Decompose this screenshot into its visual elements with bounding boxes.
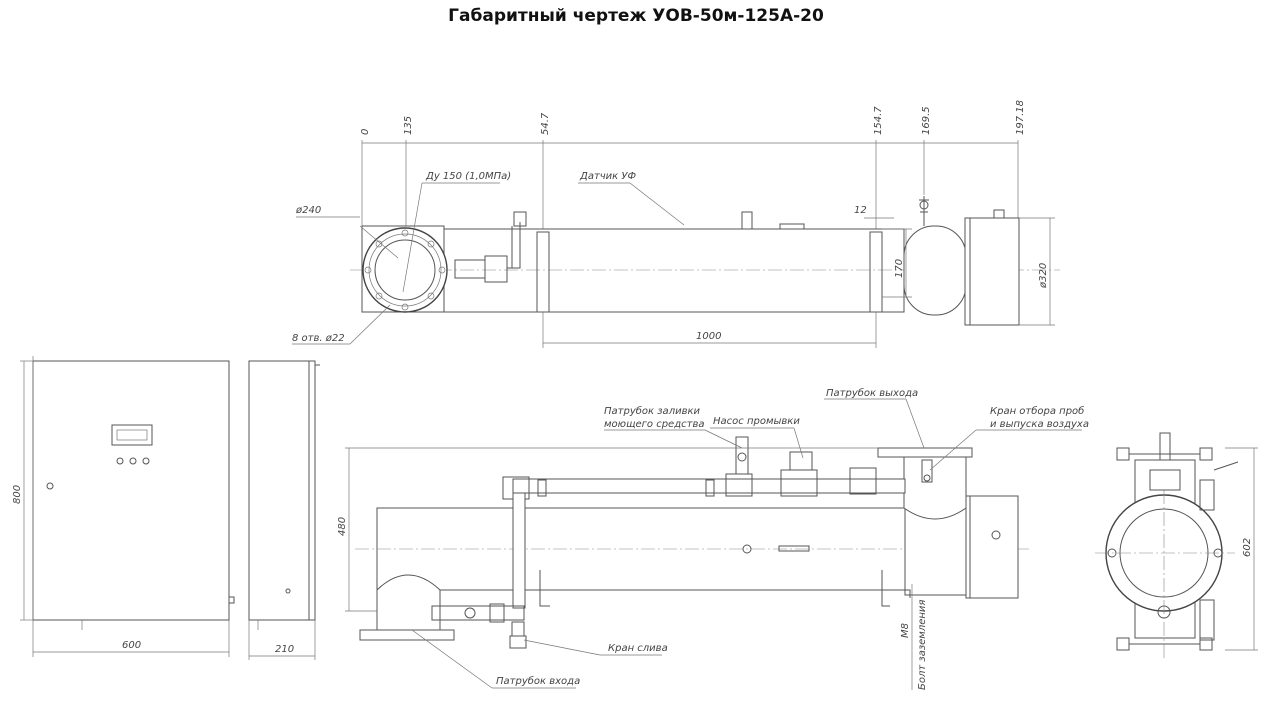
fill-nozzle-label-2: моющего средства bbox=[604, 419, 704, 430]
side-view: 602 bbox=[1095, 432, 1258, 660]
inlet-label: Патрубок входа bbox=[496, 675, 580, 687]
dim-197-18: 197.18 bbox=[1015, 100, 1026, 135]
dim-135: 135 bbox=[403, 116, 414, 135]
cabinet-depth: 210 bbox=[275, 644, 294, 655]
control-cabinet-side: 210 bbox=[248, 360, 320, 660]
dim-54-7: 54.7 bbox=[540, 112, 551, 135]
dim-0: 0 bbox=[360, 129, 371, 135]
flange-diameter-label: ø240 bbox=[295, 205, 321, 216]
dim-154-7: 154.7 bbox=[873, 106, 884, 135]
front-height: 480 bbox=[337, 517, 348, 536]
side-height: 602 bbox=[1242, 538, 1253, 557]
uv-sensor-label: Датчик УФ bbox=[579, 171, 636, 182]
bolt-size-label: М8 bbox=[900, 623, 911, 638]
front-view: М8 Болт заземления 480 Патрубок заливки … bbox=[337, 387, 1089, 690]
dim-dia-320: ø320 bbox=[1038, 263, 1049, 289]
top-view: 0 135 54.7 154.7 169.5 197.18 bbox=[292, 100, 1060, 348]
sample-valve-label-1: Кран отбора проб bbox=[990, 405, 1084, 417]
control-cabinet-front: 800 600 bbox=[12, 356, 235, 657]
holes-label: 8 отв. ø22 bbox=[292, 333, 345, 344]
dim-169-5: 169.5 bbox=[921, 106, 932, 135]
flush-pump-label: Насос промывки bbox=[713, 416, 800, 427]
sample-valve-label-2: и выпуска воздуха bbox=[990, 419, 1089, 430]
du-label: Ду 150 (1,0МПа) bbox=[425, 171, 511, 182]
dim-170: 170 bbox=[894, 259, 905, 278]
cabinet-width: 600 bbox=[122, 640, 141, 651]
drawing-title: Габаритный чертеж УОВ-50м-125А-20 bbox=[448, 6, 824, 26]
dim-12: 12 bbox=[854, 205, 867, 216]
cabinet-height: 800 bbox=[12, 485, 23, 504]
drain-valve-label: Кран слива bbox=[608, 643, 668, 654]
fill-nozzle-label-1: Патрубок заливки bbox=[604, 405, 701, 417]
ground-bolt-label: Болт заземления bbox=[917, 600, 928, 690]
top-dim-labels: 0 135 54.7 154.7 169.5 197.18 bbox=[360, 100, 1026, 135]
outlet-label: Патрубок выхода bbox=[826, 387, 918, 399]
dim-1000: 1000 bbox=[696, 331, 721, 342]
